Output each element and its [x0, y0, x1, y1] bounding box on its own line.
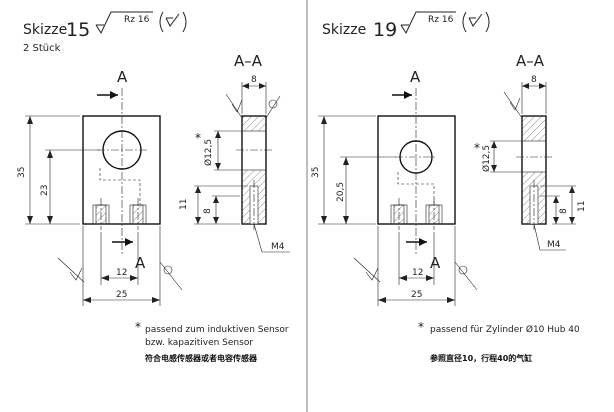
surface-roughness-symbol-right: Rz 16: [400, 11, 490, 35]
front-view-outline: [82, 115, 161, 225]
tapped-hole-left: [92, 198, 110, 230]
dim-height-35: 35: [17, 167, 27, 178]
sketch-19: Skizze 19 Rz 16 A: [311, 11, 587, 363]
note-chinese-left: 符合电感传感器或者电容传感器: [145, 353, 258, 363]
dim-width-25-right: 25: [411, 290, 422, 300]
finish-marker-1: [57, 257, 85, 283]
section-arrow-bottom-right: A: [406, 238, 441, 272]
sketch-number-right: 19: [373, 19, 397, 41]
svg-text:A: A: [410, 68, 421, 86]
dim-height-11-right: 11: [577, 201, 587, 212]
note-line-1-left: passend zum induktiven Sensor: [145, 325, 289, 335]
section-arrow-top: A: [97, 68, 128, 99]
tapped-hole-right: [129, 198, 147, 230]
svg-text:A: A: [117, 68, 128, 86]
dim-height-8: 8: [203, 208, 213, 214]
thread-label-left: M4: [271, 242, 285, 252]
finish-marker-3: [225, 93, 243, 119]
dim-bore-diameter: Ø12,5: [203, 139, 214, 166]
sketch-15: Skizze 15 2 Stück Rz 16: [17, 11, 290, 363]
dim-height-8-right: 8: [559, 208, 569, 214]
sketch-title-left: Skizze: [23, 22, 67, 38]
dim-height-20-5: 20,5: [336, 182, 346, 202]
svg-text:A: A: [135, 254, 146, 272]
note-line-1-right: passend für Zylinder Ø10 Hub 40: [430, 324, 580, 335]
finish-marker-6: [454, 261, 478, 291]
svg-text:*: *: [135, 320, 141, 334]
sketch-title-right: Skizze: [322, 22, 366, 38]
front-view-outline-right: [377, 115, 456, 225]
section-title-right: A–A: [516, 52, 545, 70]
dim-section-width-8: 8: [251, 75, 257, 85]
svg-text:A: A: [430, 254, 441, 272]
surface-roughness-symbol-left: Rz 16: [95, 11, 187, 35]
tapped-hole-left-right: [390, 198, 408, 230]
note-chinese-right: 参照直径10，行程40的气缸: [429, 353, 532, 363]
svg-text:*: *: [418, 320, 424, 334]
quantity-label: 2 Stück: [23, 43, 61, 54]
dim-height-23: 23: [40, 185, 50, 196]
footnote-star-right: *: [474, 141, 480, 155]
sketch-number-left: 15: [66, 19, 90, 41]
dim-hole-spacing-12: 12: [116, 268, 127, 278]
svg-text:Rz 16: Rz 16: [428, 15, 454, 25]
svg-text:Rz 16: Rz 16: [124, 15, 150, 25]
finish-marker-5: [353, 257, 381, 283]
dim-section-width-8-right: 8: [531, 75, 537, 85]
section-arrow-bottom: A: [112, 238, 146, 272]
note-line-2-left: bzw. kapazitiven Sensor: [145, 338, 253, 348]
footnote-star-left: *: [195, 131, 201, 145]
thread-label-right: M4: [547, 240, 561, 250]
dim-bore-diameter-right: Ø12,5: [481, 145, 492, 172]
dim-width-25: 25: [116, 290, 127, 300]
finish-marker-4: [265, 95, 281, 119]
finish-marker-2: [159, 261, 183, 291]
section-arrow-top-right: A: [392, 68, 421, 99]
section-title-left: A–A: [234, 52, 263, 70]
finish-marker-7: [503, 91, 523, 119]
dim-height-35-right: 35: [311, 167, 321, 178]
dim-hole-spacing-12-right: 12: [412, 268, 423, 278]
dim-height-11: 11: [179, 199, 189, 210]
